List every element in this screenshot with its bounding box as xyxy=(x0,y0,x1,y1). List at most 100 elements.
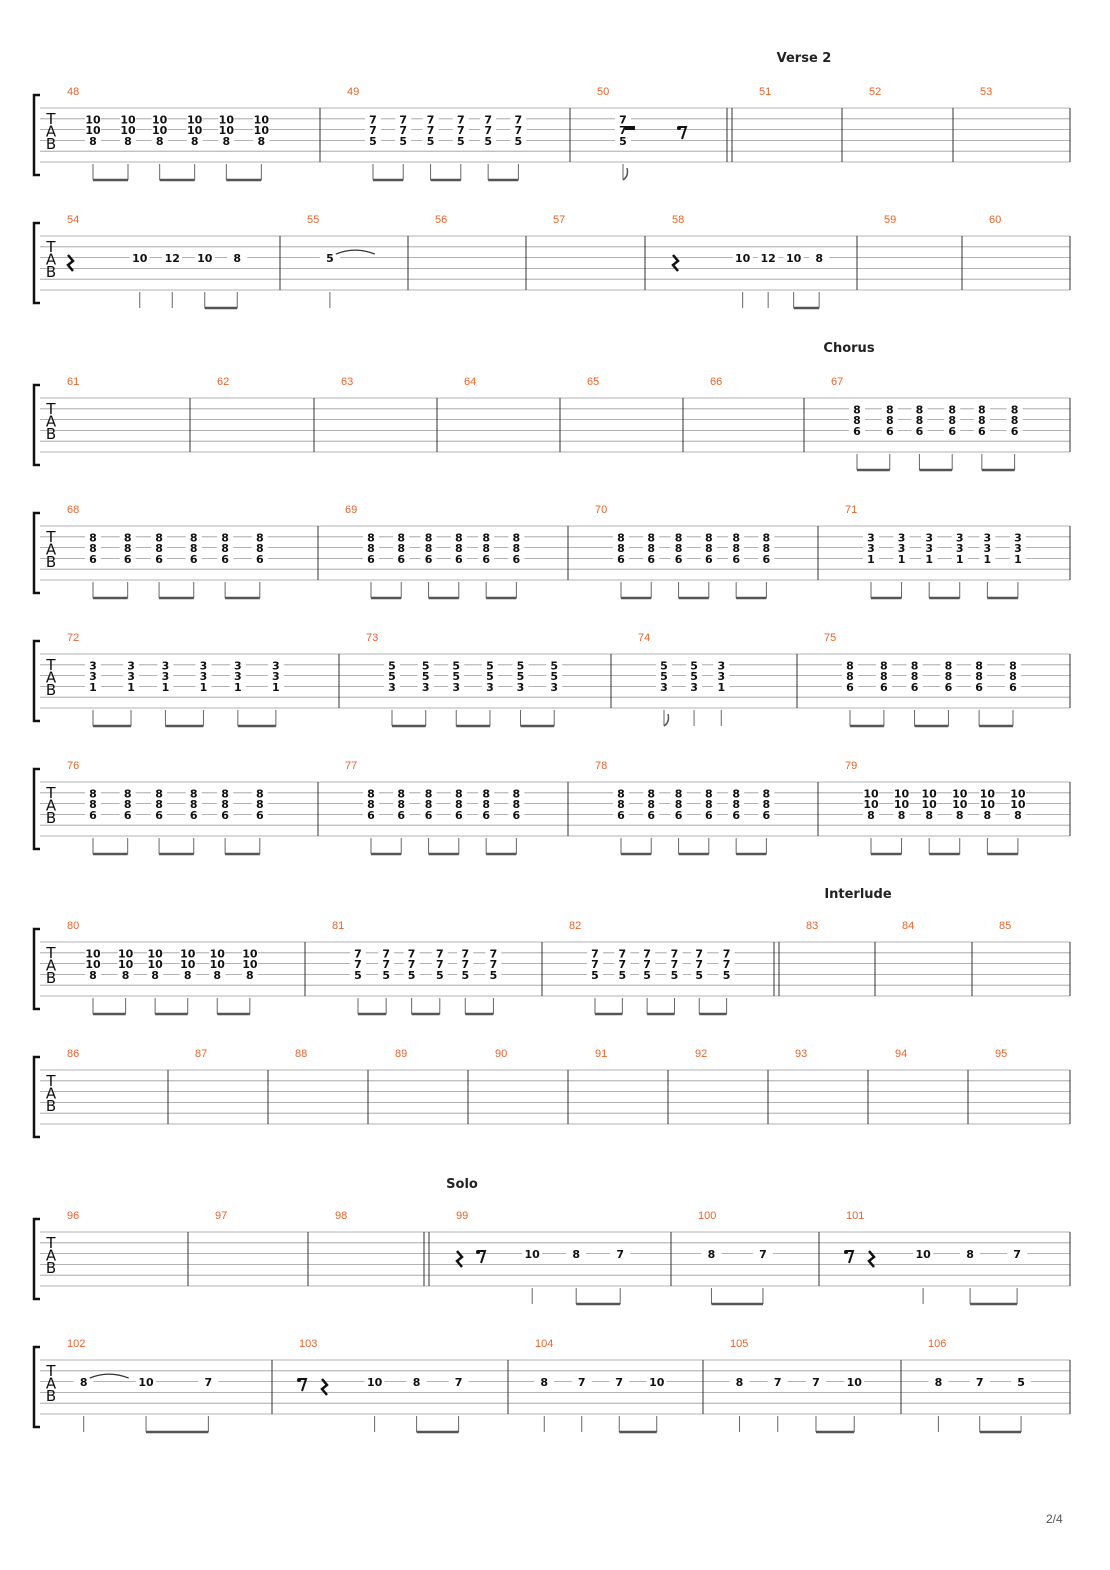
fret-mask xyxy=(729,1377,750,1388)
fret-mask xyxy=(267,660,284,671)
fret-number: 6 xyxy=(221,553,229,566)
fret-number: 8 xyxy=(617,798,625,811)
fret-number: 7 xyxy=(354,958,362,971)
tab-clef-letter: B xyxy=(46,425,56,443)
fret-number: 6 xyxy=(89,553,97,566)
fret-number: 8 xyxy=(425,531,433,544)
fret-number: 8 xyxy=(89,787,97,800)
fret-number: 7 xyxy=(578,1376,586,1389)
measure-number: 57 xyxy=(553,214,565,226)
measure-number: 51 xyxy=(759,86,771,98)
fret-number: 7 xyxy=(457,124,465,137)
fret-mask xyxy=(940,660,957,671)
fret-number: 8 xyxy=(925,809,933,822)
fret-number: 8 xyxy=(732,787,740,800)
fret-number: 10 xyxy=(219,113,235,126)
fret-number: 10 xyxy=(85,113,101,126)
fret-number: 7 xyxy=(515,124,523,137)
fret-mask xyxy=(639,948,656,959)
measure: 88 xyxy=(295,1048,307,1060)
fret-mask xyxy=(1009,532,1026,543)
fret-number: 6 xyxy=(948,425,956,438)
fret-number: 10 xyxy=(180,958,196,971)
fret-number: 7 xyxy=(619,947,627,960)
fret-number: 10 xyxy=(980,787,996,800)
tab-clef-letter: A xyxy=(46,957,57,975)
fret-number: 5 xyxy=(490,969,498,982)
fret-number: 8 xyxy=(705,787,713,800)
measure-number: 95 xyxy=(995,1048,1007,1060)
fret-number: 8 xyxy=(675,531,683,544)
fret-mask xyxy=(700,532,717,543)
fret-number: 10 xyxy=(152,124,168,137)
fret-mask xyxy=(420,543,437,554)
tab-clef-letter: T xyxy=(45,784,56,802)
fret-number: 8 xyxy=(815,252,823,265)
measure-number: 72 xyxy=(67,632,79,644)
fret-mask xyxy=(911,425,928,436)
measure: 53 xyxy=(980,86,992,98)
fret-mask xyxy=(241,948,258,959)
fret-number: 10 xyxy=(120,113,136,126)
fret-number: 8 xyxy=(647,798,655,811)
fret-mask xyxy=(643,553,660,564)
fret-mask xyxy=(123,681,140,692)
fret-number: 6 xyxy=(763,809,771,822)
fret-mask xyxy=(940,681,957,692)
tab-clef-letter: T xyxy=(45,238,56,256)
fret-mask xyxy=(758,543,775,554)
fret-number: 7 xyxy=(427,124,435,137)
measure-number: 59 xyxy=(884,214,896,226)
fret-number: 10 xyxy=(197,252,213,265)
fret-mask xyxy=(217,809,234,820)
fret-number: 6 xyxy=(705,553,713,566)
fret-number: 10 xyxy=(147,958,163,971)
fret-mask xyxy=(728,799,745,810)
tab-clef-letter: T xyxy=(45,528,56,546)
measure-number: 77 xyxy=(345,760,357,772)
fret-mask xyxy=(1011,1377,1032,1388)
fret-mask xyxy=(842,660,858,671)
fret-number: 10 xyxy=(138,1376,154,1389)
fret-number: 8 xyxy=(156,135,164,148)
fret-number: 8 xyxy=(89,531,97,544)
fret-mask xyxy=(448,660,465,671)
fret-number: 5 xyxy=(643,969,651,982)
fret-number: 3 xyxy=(162,659,170,672)
fret-number: 7 xyxy=(515,113,523,126)
fret-mask xyxy=(512,660,529,671)
fret-number: 6 xyxy=(732,809,740,822)
fret-mask xyxy=(615,135,631,146)
fret-mask xyxy=(119,532,136,543)
fret-mask xyxy=(718,948,735,959)
fret-number: 10 xyxy=(85,947,101,960)
tab-clef-letter: B xyxy=(46,263,56,281)
fret-number: 10 xyxy=(254,124,270,137)
fret-number: 8 xyxy=(763,542,771,555)
fret-mask xyxy=(979,532,996,543)
fret-mask xyxy=(457,948,474,959)
tab-clef-letter: B xyxy=(46,1387,56,1405)
fret-mask xyxy=(251,553,268,564)
fret-mask xyxy=(656,671,672,682)
fret-mask xyxy=(656,681,672,692)
measure-number: 56 xyxy=(435,214,447,226)
fret-number: 6 xyxy=(1009,681,1017,694)
fret-mask xyxy=(893,809,910,820)
fret-number: 8 xyxy=(455,787,463,800)
fret-mask xyxy=(643,543,660,554)
fret-mask xyxy=(227,253,248,264)
fret-mask xyxy=(217,532,234,543)
fret-mask xyxy=(670,532,687,543)
fret-number: 3 xyxy=(984,531,992,544)
fret-number: 8 xyxy=(155,531,163,544)
fret-mask xyxy=(393,788,410,799)
fret-number: 5 xyxy=(690,670,698,683)
fret-mask xyxy=(378,969,395,980)
fret-number: 5 xyxy=(690,659,698,672)
tab-clef-letter: A xyxy=(46,1085,57,1103)
